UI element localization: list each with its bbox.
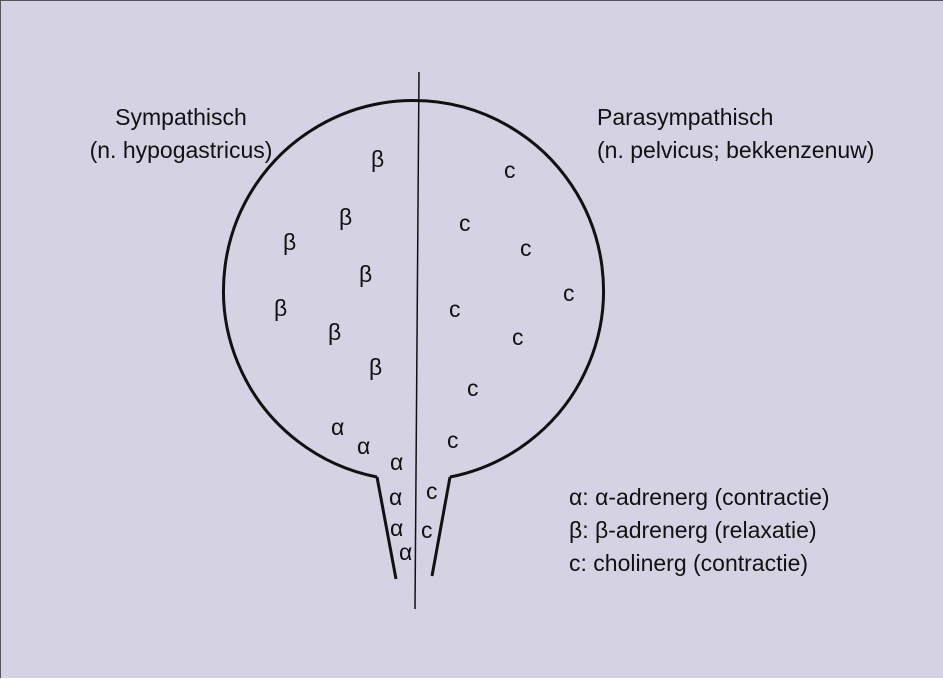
beta-receptor-mark: β bbox=[328, 321, 341, 344]
cholinergic-receptor-mark: c bbox=[421, 519, 433, 542]
cholinergic-receptor-mark: c bbox=[449, 298, 461, 321]
sympathetic-nerve: (n. hypogastricus) bbox=[31, 134, 331, 167]
legend-symbol: β: bbox=[569, 517, 589, 543]
legend: α: α-adrenerg (contractie) β: β-adrenerg… bbox=[569, 481, 830, 580]
beta-receptor-mark: β bbox=[274, 297, 287, 320]
cholinergic-receptor-mark: c bbox=[426, 480, 438, 503]
alpha-receptor-mark: α bbox=[390, 517, 403, 540]
cholinergic-receptor-mark: c bbox=[459, 212, 471, 235]
cholinergic-receptor-mark: c bbox=[520, 237, 532, 260]
beta-receptor-mark: β bbox=[369, 356, 382, 379]
legend-symbol: c: bbox=[569, 550, 587, 576]
legend-text: β-adrenerg (relaxatie) bbox=[595, 517, 817, 543]
beta-receptor-mark: β bbox=[339, 206, 352, 229]
legend-symbol: α: bbox=[569, 484, 589, 510]
alpha-receptor-mark: α bbox=[357, 435, 370, 458]
cholinergic-receptor-mark: c bbox=[447, 429, 459, 452]
legend-item-cholinergic: c: cholinerg (contractie) bbox=[569, 547, 830, 580]
parasympathetic-title: Parasympathisch bbox=[597, 101, 874, 134]
cholinergic-receptor-mark: c bbox=[563, 282, 575, 305]
midline-divider bbox=[415, 72, 419, 609]
cholinergic-receptor-mark: c bbox=[467, 377, 479, 400]
alpha-receptor-mark: α bbox=[399, 541, 412, 564]
legend-text: α-adrenerg (contractie) bbox=[595, 484, 829, 510]
cholinergic-receptor-mark: c bbox=[512, 326, 524, 349]
sympathetic-header: Sympathisch (n. hypogastricus) bbox=[31, 101, 331, 167]
beta-receptor-mark: β bbox=[371, 148, 384, 171]
beta-receptor-mark: β bbox=[283, 231, 296, 254]
parasympathetic-header: Parasympathisch (n. pelvicus; bekkenzenu… bbox=[597, 101, 874, 167]
parasympathetic-nerve: (n. pelvicus; bekkenzenuw) bbox=[597, 134, 874, 167]
legend-item-alpha: α: α-adrenerg (contractie) bbox=[569, 481, 830, 514]
beta-receptor-mark: β bbox=[359, 263, 372, 286]
cholinergic-receptor-mark: c bbox=[504, 159, 516, 182]
sympathetic-title: Sympathisch bbox=[31, 101, 331, 134]
alpha-receptor-mark: α bbox=[331, 416, 344, 439]
legend-text: cholinerg (contractie) bbox=[593, 550, 808, 576]
legend-item-beta: β: β-adrenerg (relaxatie) bbox=[569, 514, 830, 547]
alpha-receptor-mark: α bbox=[390, 451, 403, 474]
alpha-receptor-mark: α bbox=[389, 486, 402, 509]
